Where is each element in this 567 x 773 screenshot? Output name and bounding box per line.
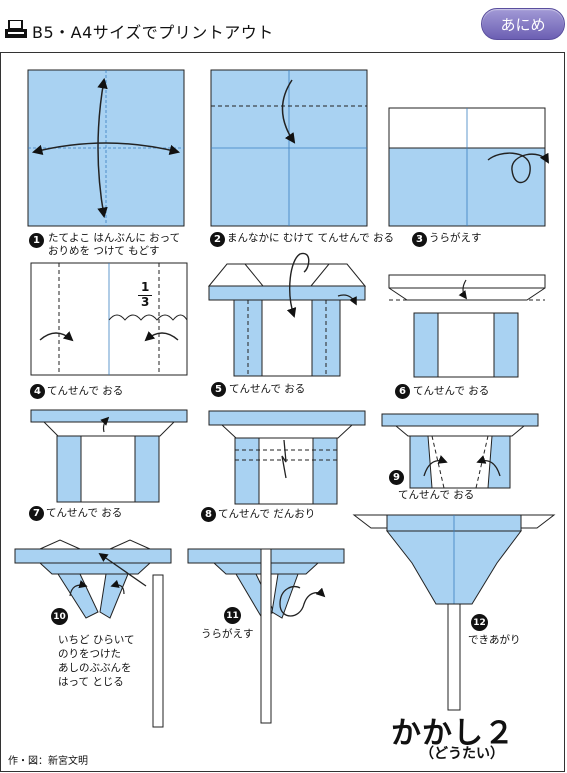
step-number-badge: 11 xyxy=(224,607,241,624)
step-10-caption-line-1: いちど ひらいて xyxy=(58,634,135,646)
step-9-caption: てんせんで おる xyxy=(398,489,475,501)
step-number-badge: 4 xyxy=(30,384,45,399)
final-subtitle: （どうたい） xyxy=(420,746,504,762)
step-number-badge: 10 xyxy=(51,608,68,625)
step-9-figure xyxy=(381,413,539,489)
step-12-figure xyxy=(352,514,556,711)
step-number-badge: 5 xyxy=(211,382,226,397)
step-11-figure xyxy=(187,548,345,724)
step-1-caption-line-2: おりめを つけて もどす xyxy=(48,245,160,257)
step-8-caption: てんせんで だんおり xyxy=(218,508,316,520)
step-4-caption: てんせんで おる xyxy=(47,385,124,397)
step-number-badge: 9 xyxy=(389,470,404,485)
step-10-caption-line-3: あしのぶぶんを xyxy=(58,662,132,674)
step-8-figure xyxy=(208,410,366,505)
diagram-frame xyxy=(0,52,565,772)
step-number-badge: 7 xyxy=(29,506,44,521)
step-10-caption-line-4: はって とじる xyxy=(58,676,124,688)
anime-button[interactable]: あにめ xyxy=(481,8,565,40)
fraction-numerator: 1 xyxy=(141,280,150,294)
step-number-badge: 2 xyxy=(210,232,225,247)
step-number-badge: 12 xyxy=(471,614,488,631)
step-1-caption-line-1: たてよこ はんぶんに おって xyxy=(48,232,181,244)
step-7-caption: てんせんで おる xyxy=(46,507,123,519)
fraction-bar xyxy=(138,295,152,296)
step-1-figure xyxy=(27,69,185,227)
step-3-caption: うらがえす xyxy=(429,232,482,244)
step-7-figure xyxy=(30,409,188,503)
fraction-denominator: 3 xyxy=(141,295,150,309)
step-2-caption: まんなかに むけて てんせんで おる xyxy=(227,232,394,244)
print-instruction-title: B5・A4サイズでプリントアウト xyxy=(32,23,274,42)
step-11-caption: うらがえす xyxy=(201,628,254,640)
credit: 作・図：新宮文明 xyxy=(8,756,88,767)
step-number-badge: 3 xyxy=(412,232,427,247)
step-5-figure xyxy=(207,252,367,377)
header: B5・A4サイズでプリントアウト あにめ xyxy=(0,0,567,50)
step-number-badge: 6 xyxy=(395,384,410,399)
step-10-caption-line-2: のりをつけた xyxy=(58,648,121,660)
step-number-badge: 8 xyxy=(201,507,216,522)
step-number-badge: 1 xyxy=(29,233,44,248)
step-6-figure xyxy=(388,274,546,378)
final-title: かかし２ xyxy=(391,716,515,751)
step-3-figure xyxy=(388,107,549,227)
step-12-caption: できあがり xyxy=(468,634,521,646)
step-6-caption: てんせんで おる xyxy=(413,385,490,397)
step-4-figure xyxy=(30,262,188,376)
step-2-figure xyxy=(210,69,368,227)
step-10-figure xyxy=(14,539,172,728)
printer-icon xyxy=(5,20,27,38)
step-5-caption: てんせんで おる xyxy=(229,383,306,395)
